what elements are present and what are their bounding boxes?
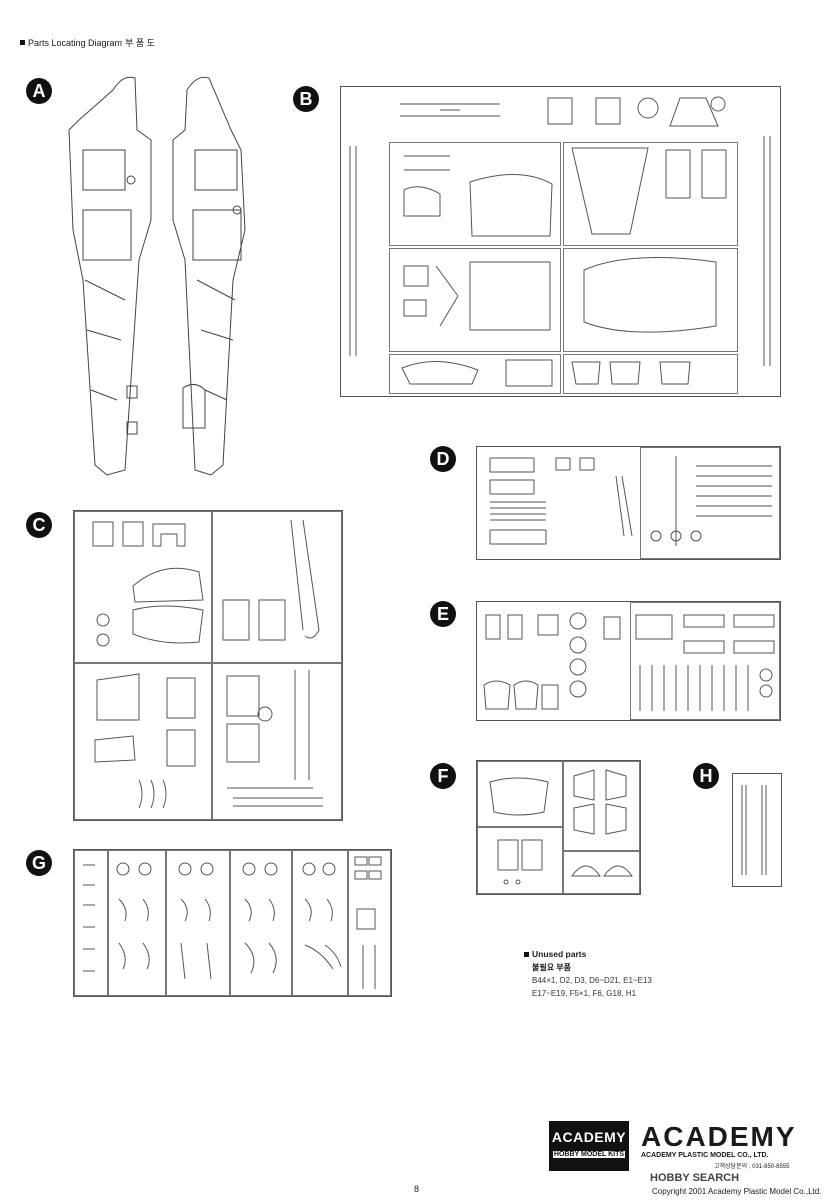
sprue-g-cell — [108, 850, 166, 996]
sprue-c-cell — [212, 511, 342, 663]
bullet-square-icon — [20, 40, 25, 45]
sprue-g-cell — [292, 850, 348, 996]
sprue-g-cell — [348, 850, 391, 996]
header-title-ko: 부 품 도 — [125, 38, 155, 48]
sprue-g-label: G — [26, 850, 52, 876]
sprue-c-cell — [74, 511, 212, 663]
unused-parts-title: Unused parts — [524, 948, 652, 961]
header-title: Parts Locating Diagram — [28, 37, 123, 48]
logo-bottom-text: HOBBY MODEL KITS — [553, 1151, 625, 1158]
sprue-f-label: F — [430, 763, 456, 789]
sprue-e-parts-drawing — [483, 612, 775, 711]
sprue-b-frame — [340, 86, 781, 397]
sprue-e-frame — [476, 601, 781, 721]
sprue-c-parts-drawing — [92, 519, 323, 809]
sprue-f-cell — [563, 761, 640, 851]
brand-contact: 고객상담문의 : 031-850-8555 — [714, 1164, 790, 1170]
unused-parts-title-ko: 불필요 부품 — [532, 963, 572, 972]
sprue-c-frame — [73, 510, 343, 821]
sprue-b-cell — [389, 248, 561, 352]
sprue-b-label: B — [293, 86, 319, 112]
sprue-d-frame — [476, 446, 781, 560]
sprue-d-parts-drawing — [489, 456, 772, 546]
sprue-e-cell — [630, 602, 780, 720]
sprue-b-cell — [389, 142, 561, 246]
sprue-g-cell — [166, 850, 230, 996]
page-number: 8 — [414, 1184, 420, 1194]
copyright-text: Copyright 2001 Academy Plastic Model Co.… — [652, 1187, 822, 1196]
academy-logo-box: ACADEMY HOBBY MODEL KITS — [549, 1121, 629, 1171]
sprue-b-cell — [563, 142, 738, 246]
sprue-d-label: D — [430, 446, 456, 472]
unused-parts-line-1: B44×1, D2, D3, D6~D21, E1~E13 — [532, 976, 652, 985]
sprue-c-cell — [74, 663, 212, 820]
sprue-b-cell — [563, 248, 738, 352]
sprue-h-frame — [732, 773, 782, 887]
page-header: Parts Locating Diagram 부 품 도 — [20, 36, 155, 49]
sprue-g-cell — [230, 850, 292, 996]
logo-top-text: ACADEMY — [551, 1129, 627, 1145]
sprue-g-figures-drawing — [83, 856, 382, 989]
sprue-e-label: E — [430, 601, 456, 627]
unused-parts-line-2: E17~E19, F5×1, F6, G18, H1 — [532, 989, 637, 998]
sprue-h-label: H — [693, 763, 719, 789]
sprue-c-cell — [212, 663, 342, 820]
sprue-c-label: C — [26, 512, 52, 538]
sprue-a-label: A — [26, 78, 52, 104]
sprue-f-cell — [477, 761, 563, 827]
sprue-g-cell — [74, 850, 108, 996]
sprue-b-cell — [389, 354, 561, 394]
sprue-f-parts-drawing — [489, 769, 633, 885]
sprue-f-cell — [477, 827, 563, 894]
sprue-a-fuselage-drawing — [68, 76, 246, 476]
unused-parts-note: Unused parts 불필요 부품 B44×1, D2, D3, D6~D2… — [524, 948, 652, 1000]
bullet-square-icon — [524, 952, 529, 957]
sprue-b-parts-drawing — [349, 96, 771, 387]
sprue-d-cell — [640, 447, 780, 559]
sprue-b-cell — [563, 354, 738, 394]
sprue-f-frame — [476, 760, 641, 895]
brand-wordmark: ACADEMY — [641, 1121, 797, 1152]
sprue-f-cell — [563, 851, 640, 894]
sprue-h-parts-drawing — [741, 785, 767, 875]
hobbysearch-watermark: HOBBY SEARCH — [650, 1172, 740, 1184]
brand-company-name: ACADEMY PLASTIC MODEL CO., LTD. — [641, 1152, 769, 1159]
